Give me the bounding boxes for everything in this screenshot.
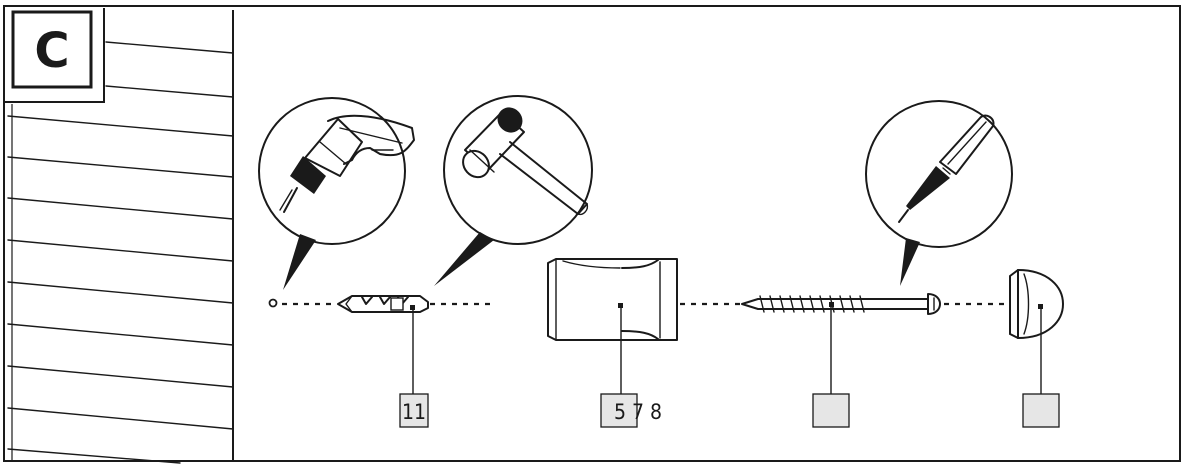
- screwdriver-icon: [898, 114, 995, 223]
- part-label-spacer: 5 7 8: [614, 400, 662, 424]
- end-cap: [1009, 269, 1064, 339]
- label-box-wall-plug: 11: [399, 393, 429, 428]
- diagram-frame: [3, 5, 1181, 462]
- screw: [741, 293, 941, 315]
- step-letter: C: [34, 23, 69, 79]
- label-box-screw: [812, 393, 850, 428]
- drill-tool-bubble: [258, 97, 415, 290]
- spacer-sleeve: [547, 258, 678, 341]
- wall-plug: [337, 295, 429, 313]
- leader-lines: [412, 307, 1042, 400]
- drill-icon: [279, 114, 415, 213]
- part-label-wall-plug: 11: [402, 400, 426, 424]
- label-box-spacer: 5 7 8: [600, 393, 662, 428]
- step-badge: C: [4, 8, 105, 103]
- drill-hole-marker: [268, 298, 278, 308]
- hammer-icon: [462, 107, 589, 216]
- hammer-tool-bubble: [434, 95, 593, 286]
- screwdriver-tool-bubble: [865, 100, 1013, 286]
- wall-panel: [7, 10, 234, 464]
- label-box-end-cap: [1022, 393, 1060, 428]
